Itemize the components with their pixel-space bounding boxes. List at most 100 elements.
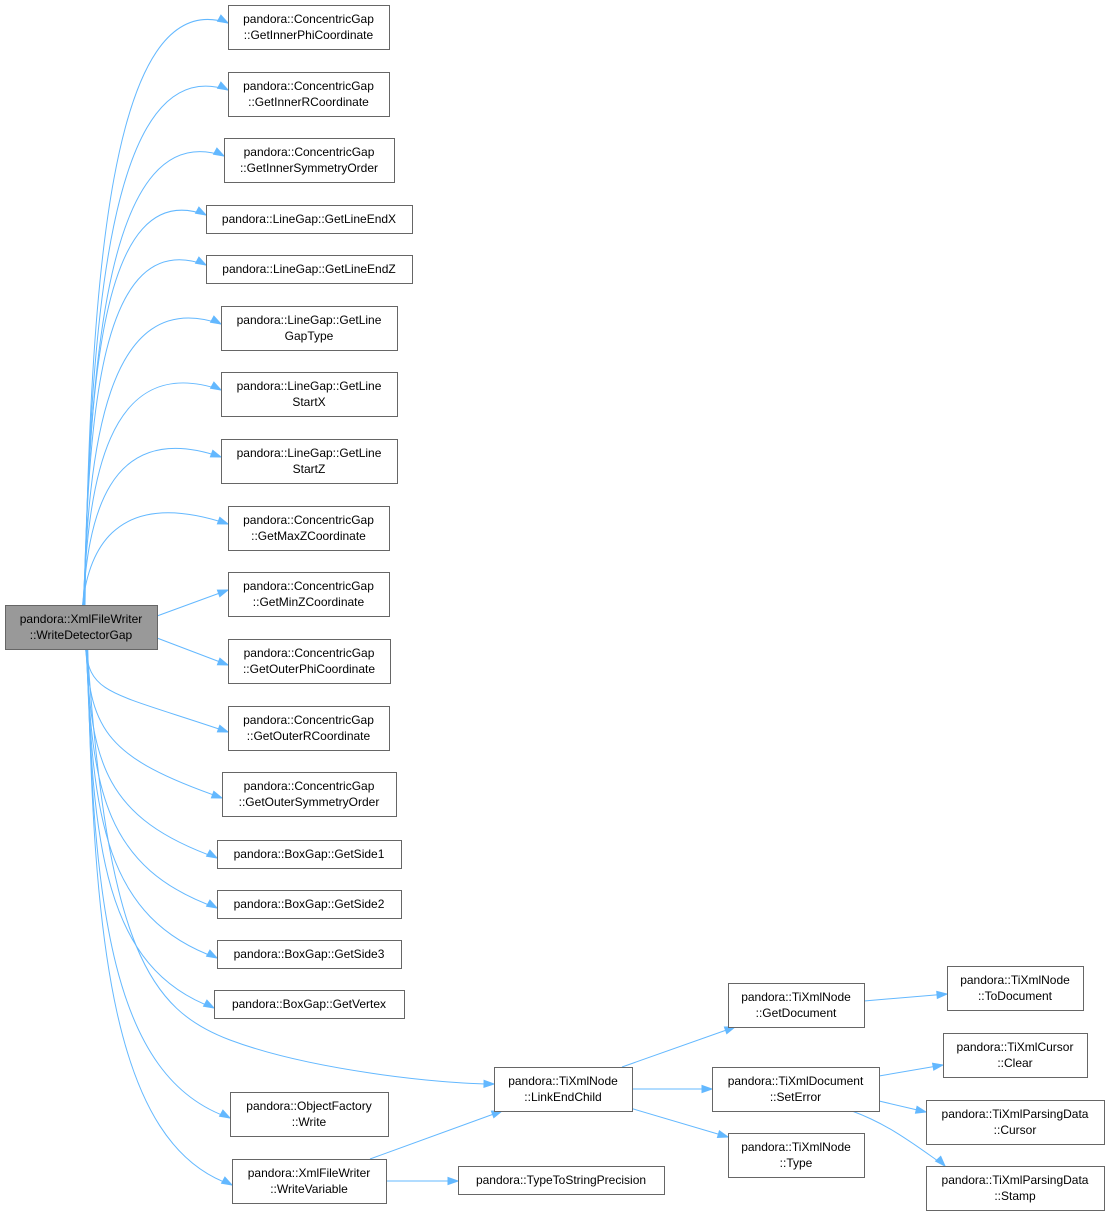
node-label-line: pandora::BoxGap::GetSide1 [234,847,385,861]
node-n2[interactable]: pandora::ConcentricGap::GetInnerRCoordin… [228,72,390,117]
node-n16[interactable]: pandora::BoxGap::GetSide3 [217,940,402,969]
edge-root-to-n6 [82,315,223,606]
node-cursor[interactable]: pandora::TiXmlParsingData::Cursor [926,1100,1105,1145]
node-n13[interactable]: pandora::ConcentricGap::GetOuterSymmetry… [222,772,397,817]
node-box [221,306,398,351]
node-label-line: pandora::TypeToStringPrecision [476,1173,646,1187]
node-box [217,890,402,919]
edge-arrowhead [216,516,230,525]
node-label-line: ::Stamp [994,1189,1036,1203]
node-box [221,372,398,417]
edge-arrowhead [218,1109,232,1119]
edge-arrowhead [194,206,208,216]
node-label-line: ::GetOuterSymmetryOrder [239,795,380,809]
node-label-line: ::Type [780,1156,813,1170]
edge-arrowhead [210,790,224,799]
edge-arrowhead [194,256,208,266]
node-box [228,706,390,751]
edge-line [82,447,222,606]
node-link[interactable]: pandora::TiXmlNode::LinkEndChild [494,1067,633,1112]
node-box [926,1100,1105,1145]
node-n15[interactable]: pandora::BoxGap::GetSide2 [217,890,402,919]
edge-arrowhead [216,81,230,91]
node-type[interactable]: pandora::TiXmlNode::Type [728,1133,865,1178]
edge-root-to-n4 [83,206,208,606]
node-getdoc[interactable]: pandora::TiXmlNode::GetDocument [728,983,865,1028]
edge-line [86,648,495,1085]
edge-root-to-n2 [84,81,230,606]
node-label-line: pandora::LineGap::GetLine [237,446,382,460]
edge-arrowhead [490,1110,504,1119]
node-root: pandora::XmlFileWriter::WriteDetectorGap [5,605,158,650]
node-n11[interactable]: pandora::ConcentricGap::GetOuterPhiCoord… [228,639,391,684]
node-n14[interactable]: pandora::BoxGap::GetSide1 [217,840,402,869]
node-label-line: pandora::ConcentricGap [243,513,374,527]
node-clear[interactable]: pandora::TiXmlCursor::Clear [943,1033,1088,1078]
edge-arrowhead [205,899,219,909]
edge-line [156,637,229,666]
node-box [228,5,390,50]
node-label-line: StartZ [293,462,326,476]
node-n5[interactable]: pandora::LineGap::GetLineEndZ [206,255,413,284]
node-label-line: pandora::LineGap::GetLineEndZ [222,262,395,276]
node-n4[interactable]: pandora::LineGap::GetLineEndX [206,205,413,234]
node-box [222,772,397,817]
node-label-line: pandora::LineGap::GetLine [237,313,382,327]
node-label-line: pandora::TiXmlNode [741,990,851,1004]
node-box [214,990,405,1019]
node-n12[interactable]: pandora::ConcentricGap::GetOuterRCoordin… [228,706,390,751]
node-box [228,639,391,684]
node-label-line: ::GetInnerRCoordinate [248,95,369,109]
node-label-line: ::SetError [770,1090,821,1104]
edge-root-to-n8 [82,447,223,606]
node-label-line: ::GetOuterPhiCoordinate [243,662,375,676]
node-box [228,72,390,117]
node-seterr[interactable]: pandora::TiXmlDocument::SetError [712,1067,880,1112]
node-label-line: pandora::ConcentricGap [244,646,375,660]
edge-line [82,382,222,606]
edge-line [86,648,231,1119]
node-stamp[interactable]: pandora::TiXmlParsingData::Stamp [926,1166,1105,1211]
edge-root-to-n7 [82,381,223,606]
edges-layer [81,14,949,1186]
node-label-line: StartX [292,395,325,409]
nodes-layer: pandora::XmlFileWriter::WriteDetectorGap… [5,5,1105,1211]
node-n1[interactable]: pandora::ConcentricGap::GetInnerPhiCoord… [228,5,390,50]
edge-line [81,512,229,606]
node-n3[interactable]: pandora::ConcentricGap::GetInnerSymmetry… [224,138,395,183]
node-label-line: pandora::TiXmlNode [741,1140,851,1154]
node-label-line: ::ToDocument [978,989,1053,1003]
node-label-line: pandora::BoxGap::GetVertex [232,997,386,1011]
node-objw[interactable]: pandora::ObjectFactory::Write [230,1092,389,1137]
node-box [228,572,390,617]
node-n17[interactable]: pandora::BoxGap::GetVertex [214,990,405,1019]
edge-line [85,648,229,733]
node-label-line: pandora::TiXmlParsingData [942,1107,1089,1121]
node-label-line: pandora::LineGap::GetLine [237,379,382,393]
edge-arrowhead [701,1084,714,1094]
node-box [221,439,398,484]
edge-arrowhead [205,949,219,959]
node-n9[interactable]: pandora::ConcentricGap::GetMaxZCoordinat… [228,506,390,551]
node-wvar[interactable]: pandora::XmlFileWriter::WriteVariable [232,1159,387,1204]
edge-arrowhead [934,1155,947,1168]
node-todoc[interactable]: pandora::TiXmlNode::ToDocument [947,966,1084,1011]
node-label-line: ::GetMaxZCoordinate [251,529,366,543]
node-ttsp[interactable]: pandora::TypeToStringPrecision [458,1166,665,1195]
edge-root-to-n5 [83,256,208,606]
edge-arrowhead [209,449,223,458]
edge-arrowhead [936,990,949,1000]
edge-arrowhead [914,1105,928,1114]
node-box [943,1033,1088,1078]
edge-arrowhead [220,1176,234,1186]
node-label-line: GapType [285,329,334,343]
node-box [206,255,413,284]
node-label-line: pandora::XmlFileWriter [20,612,142,626]
node-n10[interactable]: pandora::ConcentricGap::GetMinZCoordinat… [228,572,390,617]
edge-link-to-seterr [632,1084,714,1094]
node-box [926,1166,1105,1211]
